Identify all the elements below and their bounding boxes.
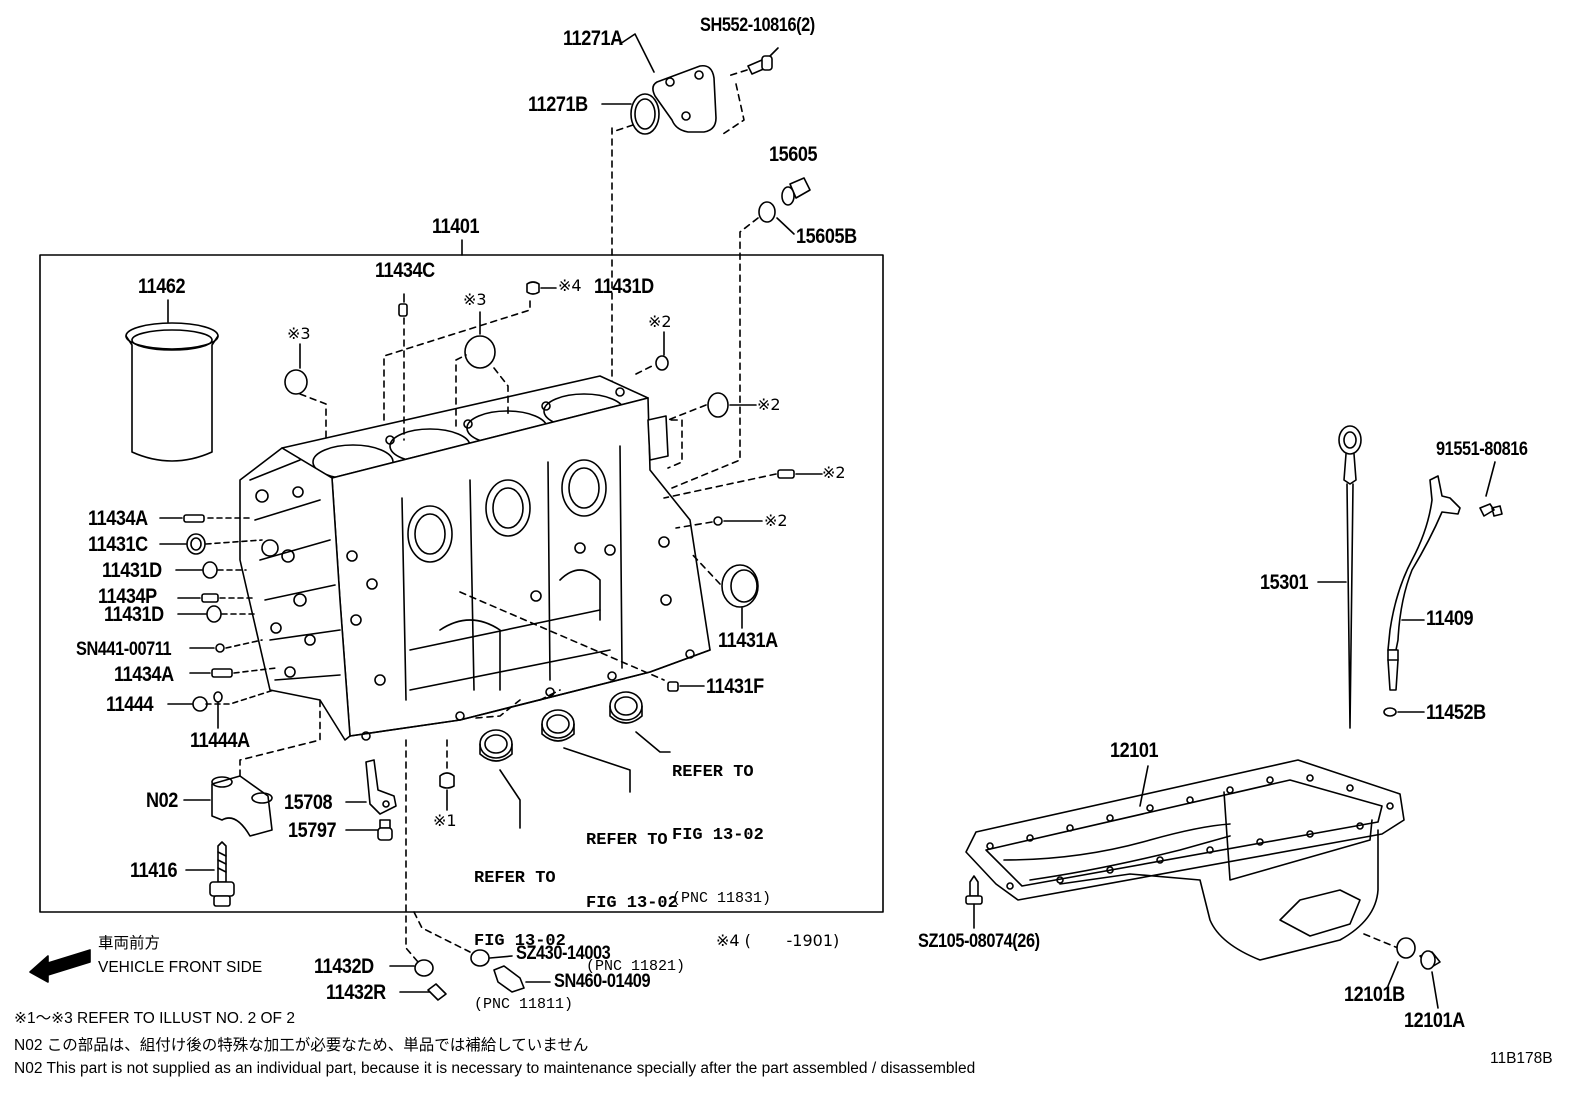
seal-11431C [186, 533, 206, 555]
mark-3b: ※3 [463, 290, 487, 309]
dipstick-15301 [1338, 425, 1362, 729]
plug-3b [464, 335, 496, 369]
gasket-11271B [630, 93, 660, 135]
label-SZ430-14003: SZ430-14003 [516, 943, 611, 964]
refer-11811-line1: REFER TO [474, 869, 556, 888]
label-11431D-top: 11431D [594, 275, 654, 298]
refer-11811-pnc: (PNC 11811) [474, 996, 574, 1013]
label-11431F: 11431F [706, 675, 764, 698]
label-12101B: 12101B [1344, 983, 1405, 1006]
label-12101: 12101 [1110, 739, 1159, 762]
refer-11811: REFER TO FIG 13-02 (PNC 11811) [474, 826, 573, 1036]
label-11431D-2: 11431D [104, 603, 164, 626]
refer-11821-line1: REFER TO [586, 831, 668, 850]
label-11434A-1: 11434A [88, 507, 148, 530]
mark-2a: ※2 [648, 312, 672, 331]
label-11432R: 11432R [326, 981, 386, 1004]
label-11431C: 11431C [88, 533, 148, 556]
refer-11831-line1: REFER TO [672, 763, 754, 782]
cover-11271A [652, 64, 717, 133]
label-11271B: 11271B [528, 93, 588, 116]
label-11401: 11401 [432, 215, 480, 238]
label-SN460-01409: SN460-01409 [554, 971, 651, 992]
mark-2b: ※2 [757, 395, 781, 414]
plug-3a [284, 369, 308, 395]
drain-plug-12101A [1419, 950, 1441, 970]
plug-11432R [427, 983, 447, 1001]
refer-11831-line2: FIG 13-02 [672, 826, 764, 845]
refer-11831-pnc: (PNC 11831) [672, 890, 772, 907]
bearing-11831 [609, 691, 643, 724]
oil-pan-12101 [965, 759, 1405, 961]
plug-15605 [781, 177, 811, 206]
illustration-code: 11B178B [1490, 1050, 1553, 1067]
label-12101A: 12101A [1404, 1009, 1465, 1032]
vehicle-front-jp: 車両前方 [98, 935, 161, 952]
label-15605B: 15605B [796, 225, 857, 248]
label-11452B: 11452B [1426, 701, 1486, 724]
label-91551-80816: 91551-80816 [1436, 439, 1528, 460]
label-SZ105-08074: SZ105-08074(26) [918, 931, 1040, 952]
plug-1 [439, 772, 455, 789]
vehicle-front-arrow [29, 949, 91, 983]
refer-11821-pnc: (PNC 11821) [586, 958, 686, 975]
plug-2a [655, 355, 669, 371]
washer-SZ430 [470, 949, 490, 967]
label-N02: N02 [146, 789, 178, 812]
pin-11434C [398, 303, 408, 317]
label-11444A: 11444A [190, 729, 250, 752]
bearing-cap-N02 [211, 775, 273, 837]
mark-3a: ※3 [287, 324, 311, 343]
bolt-SN460 [493, 965, 525, 993]
bolt-11416 [209, 841, 235, 907]
refer-11821-line2: FIG 13-02 [586, 894, 678, 913]
label-11431D-1: 11431D [102, 559, 162, 582]
mark-4-range: ※4 ( -1901) [716, 931, 840, 950]
bolt-SZ105 [965, 875, 983, 905]
label-11432D: 11432D [314, 955, 374, 978]
label-11416: 11416 [130, 859, 178, 882]
vehicle-front-en: VEHICLE FRONT SIDE [98, 959, 263, 976]
bolt-SH552 [747, 55, 773, 75]
refer-11821: REFER TO FIG 13-02 (PNC 11821) [586, 788, 685, 998]
label-11271A: 11271A [563, 27, 623, 50]
refer-11811-line2: FIG 13-02 [474, 932, 566, 951]
mark-2d: ※2 [764, 511, 788, 530]
bearing-11811 [479, 729, 513, 762]
plug-2b [707, 392, 729, 418]
label-SN441-00711: SN441-00711 [76, 639, 172, 660]
label-11434A-2: 11434A [114, 663, 174, 686]
pin-2c [777, 469, 795, 479]
cylinder-block-11401 [239, 375, 711, 741]
guide-11409 [1387, 475, 1461, 691]
bearing-11821 [541, 709, 575, 742]
label-15605: 15605 [769, 143, 818, 166]
refer-11831: REFER TO FIG 13-02 (PNC 11831) [672, 720, 771, 930]
footnote-n02-en: N02 This part is not supplied as an indi… [14, 1060, 976, 1077]
label-11444: 11444 [106, 693, 154, 716]
label-SH552-10816: SH552-10816(2) [700, 15, 815, 36]
washer-12101B [1396, 937, 1416, 959]
label-11434P: 11434P [98, 585, 157, 608]
plug-2d [713, 516, 723, 526]
mark-1: ※1 [433, 811, 457, 830]
oil-jet-15708 [365, 759, 397, 815]
seal-11431A [721, 564, 759, 608]
label-15797: 15797 [288, 819, 337, 842]
washer-15605B [758, 201, 776, 223]
label-11409: 11409 [1426, 607, 1474, 630]
bolt-15797 [377, 819, 393, 841]
washer-11432D [414, 959, 434, 977]
label-11462: 11462 [138, 275, 186, 298]
mark-2c: ※2 [822, 463, 846, 482]
footnote-refer-illust: ※1～※3 REFER TO ILLUST NO. 2 OF 2 [14, 1010, 295, 1027]
label-11431A: 11431A [718, 629, 778, 652]
label-15301: 15301 [1260, 571, 1309, 594]
liner-11462 [125, 322, 219, 462]
label-15708: 15708 [284, 791, 333, 814]
label-11434C: 11434C [375, 259, 435, 282]
mark-4: ※4 [558, 276, 582, 295]
footnote-n02-jp: N02 この部品は、組付け後の特殊な加工が必要なため、単品では補給していません [14, 1037, 589, 1054]
